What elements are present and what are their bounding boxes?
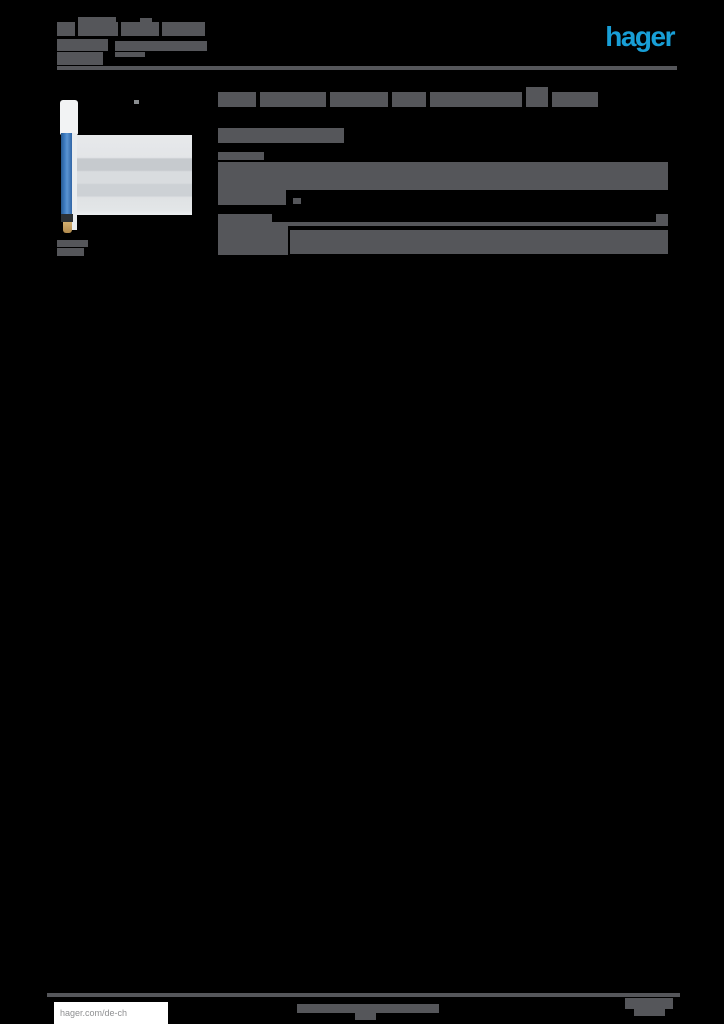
title-word-bar (392, 92, 426, 107)
header-title-text-bar (78, 22, 118, 36)
footer-page-info-bar (634, 1009, 665, 1016)
footer-center-descender-bar (355, 1013, 376, 1020)
title-word-bar (260, 92, 326, 107)
footer-page-info-bar (625, 998, 673, 1009)
header-info-text-bar (115, 41, 207, 51)
header-title-text-bar (162, 22, 205, 36)
header-title-text-bar (57, 22, 75, 36)
footer-center-text-bar (297, 1004, 439, 1013)
paragraph-label-bar (218, 214, 272, 222)
section-heading-text-bar (218, 128, 344, 143)
header-divider-rule (57, 66, 677, 70)
paragraph-text-tail (218, 190, 286, 205)
product-image-backdrop (74, 135, 192, 215)
pen-cap (60, 100, 78, 135)
header-subtitle-text-bar (57, 52, 103, 65)
paragraph-text-block (290, 230, 668, 254)
header-info-text-bar (115, 52, 145, 57)
header-title-ascender-bar (140, 18, 152, 23)
header-subtitle-text-bar (57, 39, 108, 51)
title-word-bar (330, 92, 388, 107)
pen-shaft (61, 133, 72, 215)
pen-band (61, 214, 73, 222)
paragraph-text-block (218, 162, 668, 190)
pen-highlight (71, 133, 77, 230)
paragraph-text-speck (293, 198, 301, 204)
image-caption-text-bar (57, 240, 88, 247)
pen-tip (63, 222, 72, 233)
image-caption-text-bar (57, 248, 84, 256)
title-word-bar (218, 92, 256, 107)
hager-logo: hager (605, 21, 675, 52)
title-word-bar (526, 87, 548, 107)
footer-divider-rule (47, 993, 680, 997)
title-word-bar (430, 92, 522, 107)
header-title-ascender-bar (78, 17, 116, 23)
paragraph-label-bar (218, 152, 264, 160)
paragraph-text-topline (218, 222, 668, 226)
title-word-bar (552, 92, 598, 107)
header-title-text-bar (121, 22, 159, 36)
image-annotation-mark (134, 100, 139, 104)
paragraph-text-left (218, 226, 288, 255)
paragraph-value-bar (656, 214, 668, 222)
footer-website-link[interactable]: hager.com/de-ch (54, 1002, 168, 1024)
